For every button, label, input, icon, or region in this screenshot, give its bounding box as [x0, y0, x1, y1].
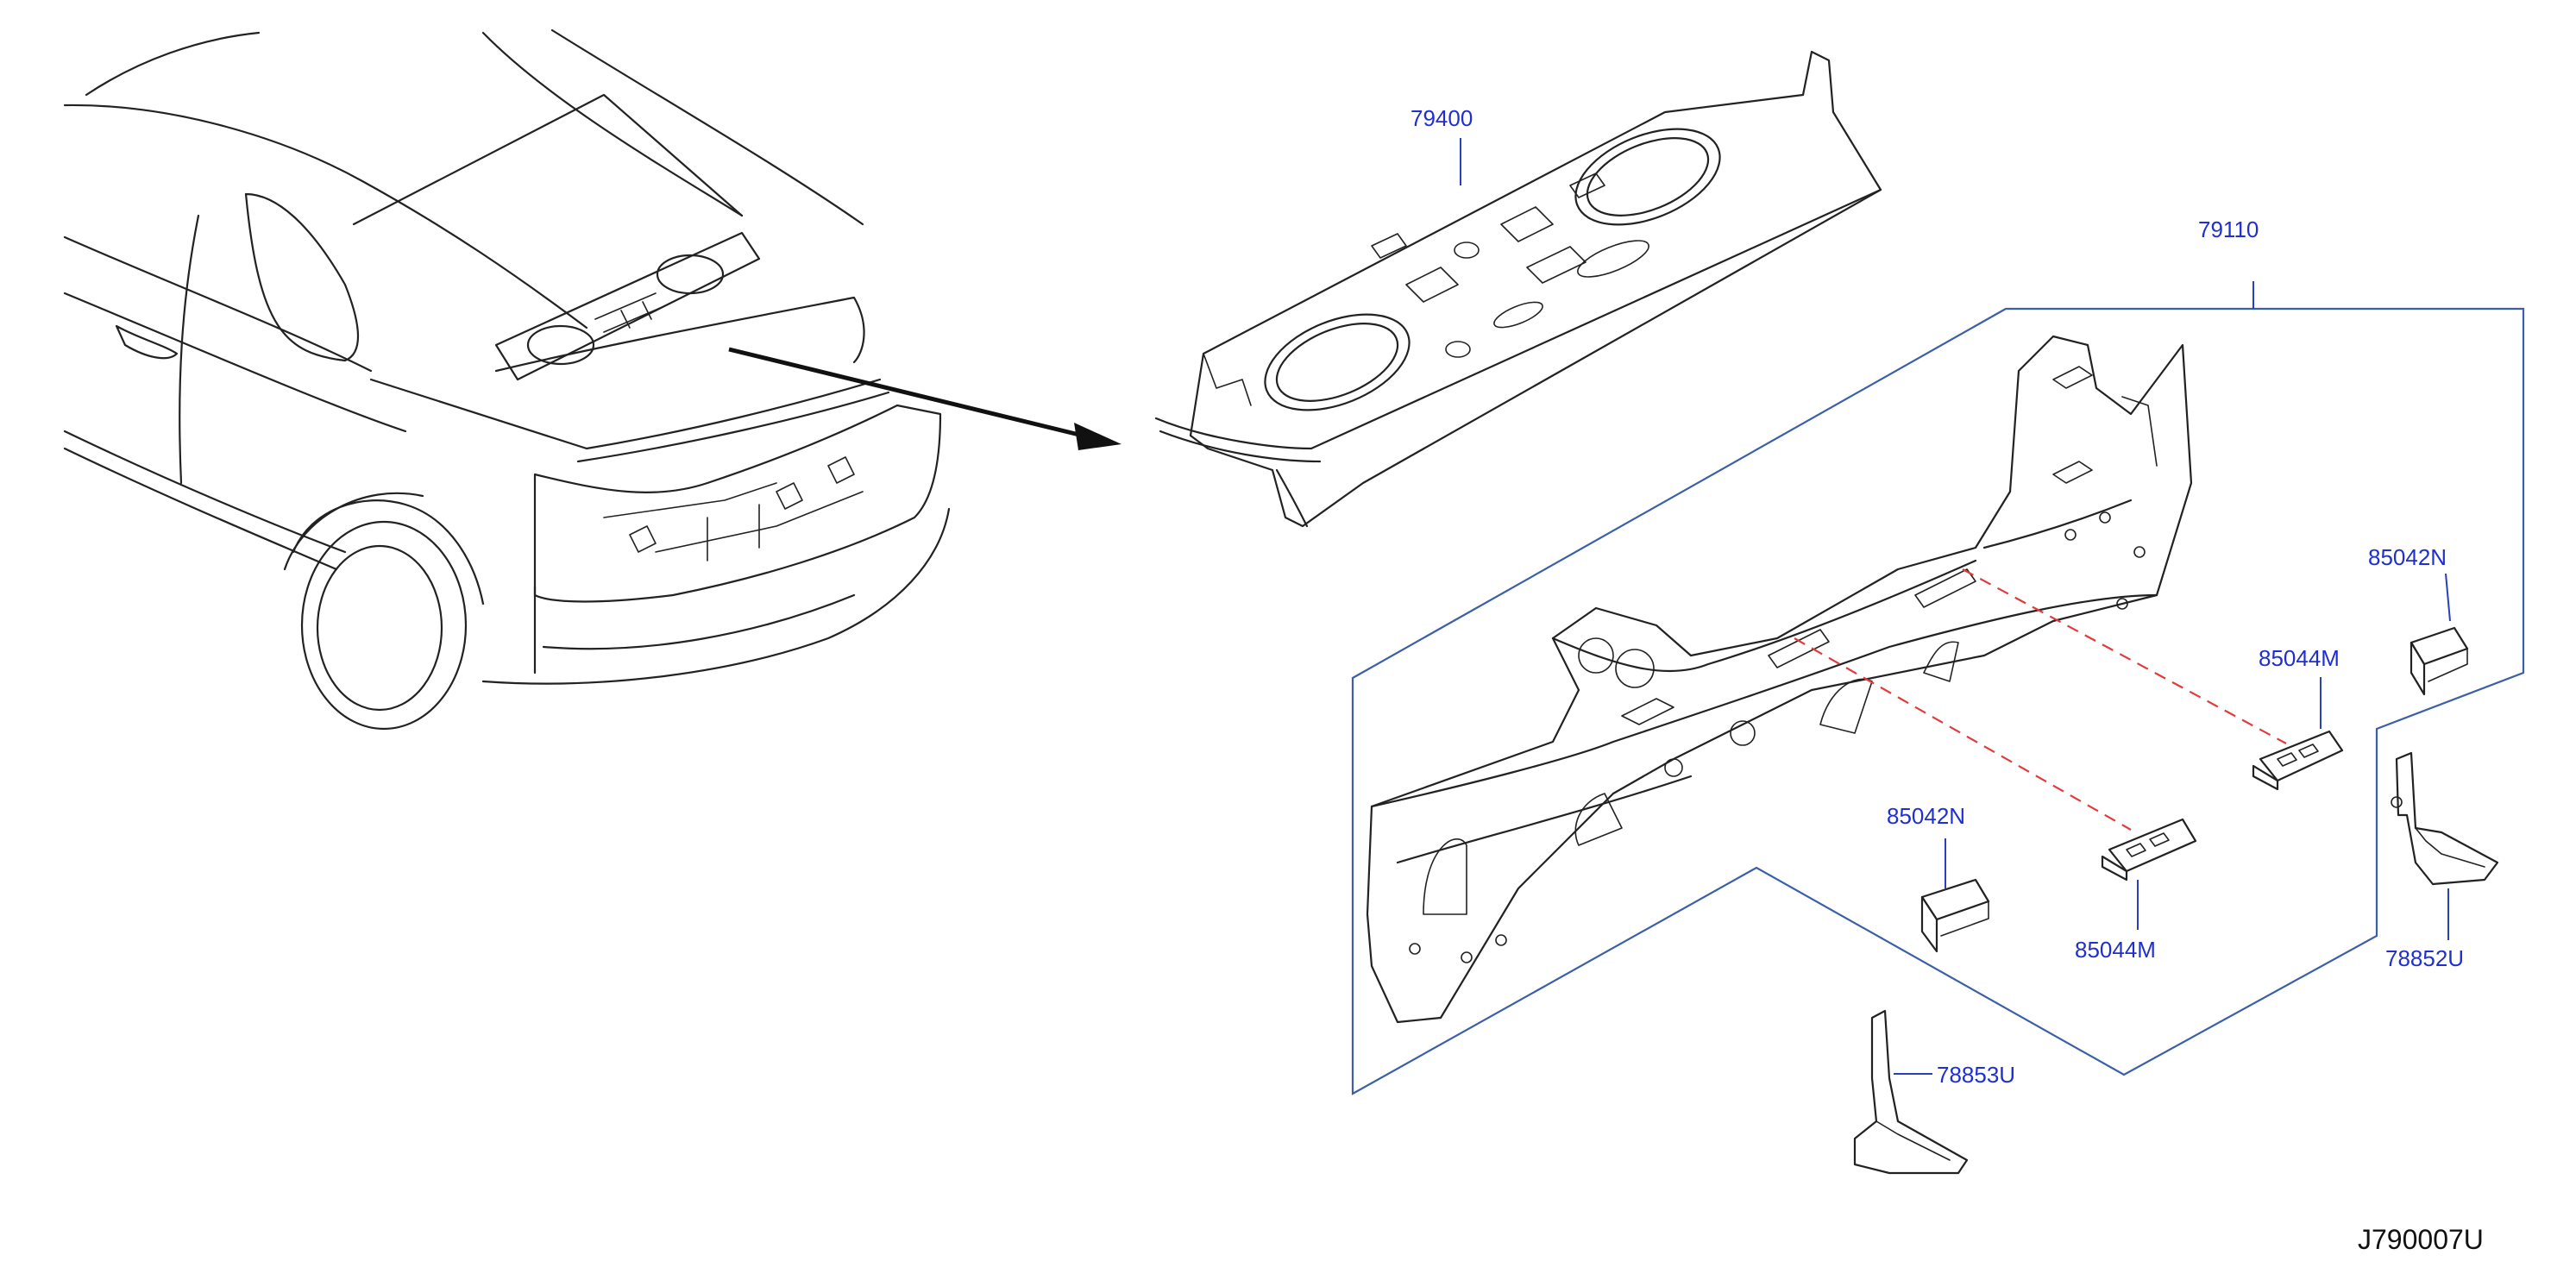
vehicle-sketch [63, 28, 951, 731]
callout-85044m-right: 85044M [2259, 645, 2340, 671]
alignment-lines [1794, 568, 2287, 831]
pointer-arrow [728, 347, 1122, 450]
leader-lines [1460, 138, 2451, 1075]
callout-79400: 79400 [1411, 105, 1473, 131]
callout-79110: 79110 [2198, 216, 2259, 242]
bracket-78853u [1853, 1009, 1969, 1175]
callout-78853u: 78853U [1937, 1062, 2015, 1088]
callout-85044m-center: 85044M [2075, 937, 2156, 963]
retainer-85044m-right [2252, 730, 2344, 791]
retainer-85044m-center [2101, 818, 2197, 882]
callout-85042n-right: 85042N [2368, 544, 2447, 570]
bracket-85042n-right [2410, 626, 2469, 696]
bracket-78852u [2391, 751, 2499, 886]
bracket-85042n-center [1920, 878, 1990, 953]
callout-78852u: 78852U [2385, 945, 2464, 971]
rear-panel-group-outline [1351, 307, 2525, 1095]
callout-85042n-center: 85042N [1887, 803, 1965, 829]
rear-parcel-shelf-79400 [1154, 50, 1882, 528]
rear-panel-assembly-79110 [1366, 335, 2193, 1024]
diagram-code: J790007U [2358, 1224, 2484, 1255]
